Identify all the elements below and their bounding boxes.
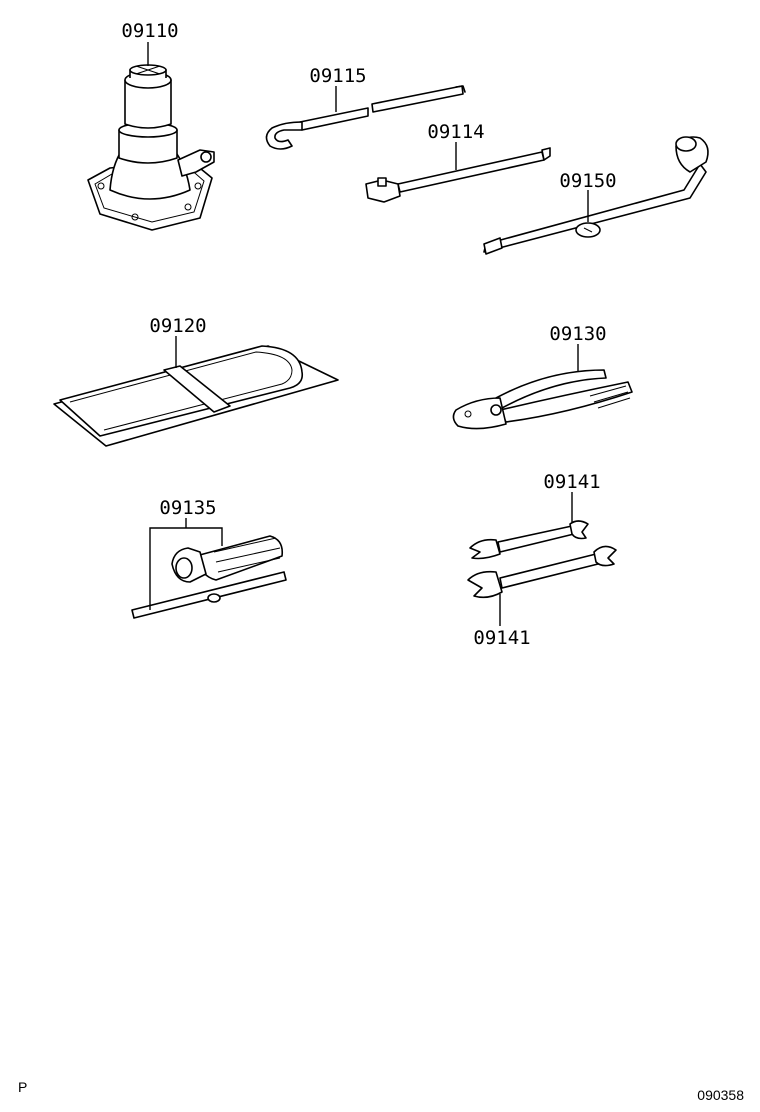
jack-handle-illustration bbox=[265, 85, 466, 150]
screwdriver-illustration bbox=[131, 518, 287, 619]
handle-extension-illustration bbox=[365, 142, 551, 203]
part-number-pliers: 09130 bbox=[549, 323, 606, 345]
tool-bag-illustration bbox=[53, 336, 339, 447]
part-number-screwdriver: 09135 bbox=[159, 497, 216, 519]
illustration-number: 090358 bbox=[697, 1087, 744, 1103]
wrench-upper-illustration bbox=[469, 492, 589, 560]
part-number-wrench-upper: 09141 bbox=[543, 471, 600, 493]
part-number-handle-extension: 09114 bbox=[427, 121, 484, 143]
part-number-wrench-lower: 09141 bbox=[473, 627, 530, 649]
part-number-jack-handle: 09115 bbox=[309, 65, 366, 87]
part-number-jack: 09110 bbox=[121, 20, 178, 42]
pliers-illustration bbox=[452, 344, 633, 430]
page-mark: P bbox=[18, 1079, 27, 1095]
jack-illustration bbox=[87, 42, 215, 231]
wrench-lower-illustration bbox=[467, 545, 617, 626]
part-number-wheel-nut-wrench: 09150 bbox=[559, 170, 616, 192]
wheel-nut-wrench-illustration bbox=[483, 136, 709, 255]
part-number-tool-bag: 09120 bbox=[149, 315, 206, 337]
